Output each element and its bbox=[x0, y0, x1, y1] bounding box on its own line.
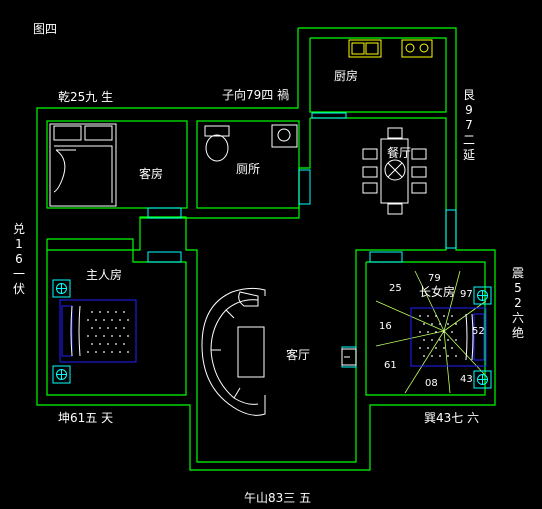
window bbox=[311, 112, 347, 119]
outer-walls bbox=[36, 27, 496, 471]
corridor-wall bbox=[140, 118, 311, 219]
bed-icon bbox=[49, 123, 117, 207]
nightstand-lamp-icon bbox=[473, 286, 492, 305]
room-label-master: 主人房 bbox=[86, 268, 123, 282]
washbasin-icon bbox=[271, 124, 298, 148]
direction-char: 绝 bbox=[511, 326, 524, 340]
guest-room-wall bbox=[46, 120, 188, 209]
direction-char: 97 bbox=[465, 103, 473, 132]
bed-dots bbox=[87, 311, 129, 353]
direction-char: 伏 bbox=[12, 282, 25, 296]
direction-label-northeast: 艮 97 二 延 bbox=[462, 88, 476, 163]
direction-char: 52 bbox=[514, 281, 522, 310]
dining-table-icon bbox=[362, 127, 427, 215]
window bbox=[369, 251, 403, 263]
window bbox=[147, 207, 182, 219]
bed-sheet bbox=[70, 305, 81, 357]
outer-wall bbox=[36, 27, 496, 471]
direction-label-southeast: 巽43七 六 bbox=[424, 411, 480, 425]
direction-label-southwest: 坤61五 天 bbox=[58, 411, 114, 425]
direction-label-north: 子向79四 禍 bbox=[222, 88, 290, 102]
direction-char: 震 bbox=[511, 266, 524, 280]
nightstand-lamp-icon bbox=[52, 365, 71, 384]
direction-label-south: 午山83三 五 bbox=[244, 491, 312, 505]
room-label-dining: 餐厅 bbox=[387, 146, 412, 160]
toilet-wall bbox=[196, 120, 300, 209]
stove-icon bbox=[401, 39, 433, 58]
tv-cabinet-icon bbox=[341, 348, 357, 366]
master-room-wall bbox=[46, 238, 187, 396]
room-label-guest: 客房 bbox=[139, 167, 164, 181]
sector-number: 79 bbox=[428, 273, 441, 284]
direction-char: 二 bbox=[462, 133, 475, 147]
direction-label-west: 兑 16 一 伏 bbox=[12, 222, 26, 297]
window bbox=[445, 209, 457, 249]
direction-label-northwest: 乾25九 生 bbox=[58, 90, 114, 104]
sector-number: 08 bbox=[425, 378, 438, 389]
direction-char: 16 bbox=[15, 237, 23, 266]
nightstand-lamp-icon bbox=[52, 279, 71, 298]
daughter-room-wall bbox=[365, 261, 486, 396]
direction-char: 六 bbox=[511, 311, 524, 325]
diagram-title: 图四 bbox=[33, 22, 58, 36]
sector-number: 97 bbox=[460, 289, 473, 300]
nightstand-lamp-icon bbox=[473, 370, 492, 389]
sector-number: 61 bbox=[384, 360, 397, 371]
windows bbox=[147, 112, 457, 368]
sector-number: 52 bbox=[472, 326, 485, 337]
sector-number: 43 bbox=[460, 374, 473, 385]
room-label-kitchen: 厨房 bbox=[334, 69, 359, 83]
bed-sheet bbox=[465, 313, 474, 361]
sector-number: 16 bbox=[379, 321, 392, 332]
direction-char: 兑 bbox=[12, 222, 25, 236]
toilet-icon bbox=[204, 125, 230, 162]
bed-dots bbox=[419, 315, 457, 357]
sector-number: 25 bbox=[389, 283, 402, 294]
direction-char: 一 bbox=[12, 267, 25, 281]
room-label-toilet: 厕所 bbox=[236, 162, 261, 176]
window bbox=[147, 251, 182, 263]
direction-char: 艮 bbox=[462, 88, 475, 102]
sofa-icon bbox=[201, 287, 266, 416]
window bbox=[298, 169, 311, 205]
direction-char: 延 bbox=[462, 148, 475, 162]
sector-lines bbox=[375, 270, 487, 394]
room-label-eldest-daughter: 长女房 bbox=[419, 285, 456, 299]
sink-icon bbox=[348, 39, 382, 58]
inner-wall bbox=[309, 37, 447, 113]
bed-icon bbox=[410, 307, 487, 367]
bed-icon bbox=[59, 299, 137, 363]
room-label-living: 客厅 bbox=[286, 348, 311, 362]
direction-label-east: 震 52 六 绝 bbox=[511, 266, 525, 341]
